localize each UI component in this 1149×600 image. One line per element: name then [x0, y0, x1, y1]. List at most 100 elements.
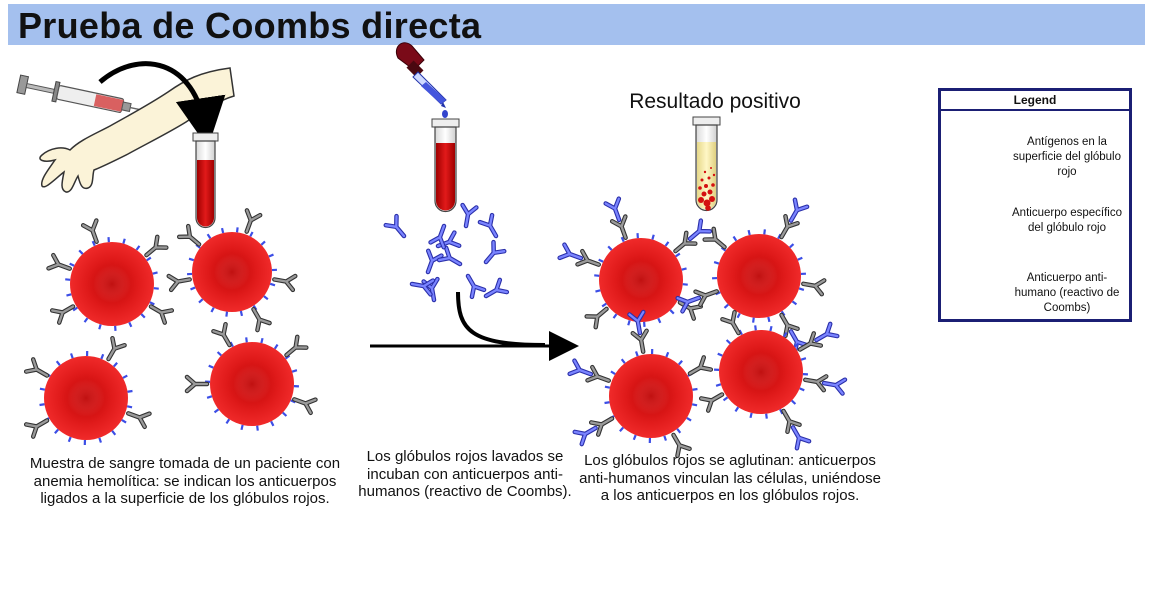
antigen-mark: [669, 309, 675, 315]
antigen-mark: [83, 317, 89, 323]
coombs-antibody: [483, 239, 507, 265]
caption-step-3: Los glóbulos rojos se aglutinan: anticue…: [579, 452, 881, 504]
antigen-mark: [273, 343, 279, 350]
patient-antibody: [211, 321, 232, 348]
antigen-mark: [619, 426, 625, 432]
antigen-mark: [715, 291, 721, 296]
blood-tube-2: [431, 118, 460, 213]
antigen-mark: [220, 227, 225, 234]
antigen-mark: [268, 253, 274, 258]
antigen-mark: [686, 416, 692, 422]
coombs-antibody: [383, 213, 407, 239]
antigen-mark: [66, 293, 72, 297]
free-antibody-layer: [383, 202, 510, 303]
patient-antibody: [609, 214, 628, 240]
antigen-mark: [664, 241, 670, 247]
antigen-mark: [208, 364, 214, 369]
patient-antibody: [251, 306, 272, 333]
antigen-mark: [291, 369, 298, 373]
antigen-mark: [779, 408, 784, 415]
antigen-mark: [190, 286, 196, 291]
antigen-mark: [127, 389, 133, 393]
coombs-antibody: [603, 196, 622, 223]
transfer-arrow-1: [98, 61, 226, 148]
legend-item-antigen: Antígenos en la superficie del glóbulo r…: [1012, 136, 1122, 178]
antigen-mark: [767, 316, 771, 323]
patient-antibody: [630, 328, 649, 354]
coombs-antibody: [687, 218, 713, 242]
cells-layer: [23, 196, 848, 459]
antigen-mark: [610, 370, 616, 376]
antigen-mark: [240, 424, 244, 431]
coombs-antibody: [477, 212, 499, 239]
antigen-mark: [635, 351, 639, 357]
patient-antibody: [184, 374, 210, 394]
blood-tube-1: [192, 132, 219, 229]
coombs-antibody: [675, 295, 702, 314]
patient-antibody: [673, 230, 698, 254]
antigen-mark: [799, 387, 805, 392]
red-blood-cell: [557, 196, 713, 330]
antigen-mark: [111, 430, 117, 436]
coombs-antibody: [790, 425, 812, 451]
antigen-mark: [206, 233, 212, 239]
antigen-mark: [692, 387, 698, 391]
antigen-mark: [715, 383, 722, 387]
antigen-mark: [67, 436, 72, 443]
patient-antibody: [148, 304, 175, 325]
title-bar: Prueba de Coombs directa: [8, 4, 1145, 46]
red-blood-cell: [184, 321, 318, 431]
coombs-antibody: [557, 242, 584, 261]
red-blood-cell: [23, 335, 152, 446]
red-blood-cell: [675, 197, 827, 355]
antigen-mark: [229, 341, 234, 348]
antigen-mark: [260, 337, 264, 344]
antigen-mark: [777, 233, 782, 240]
antigen-mark: [734, 406, 740, 413]
antigen-mark: [188, 257, 195, 262]
antigen-mark: [198, 298, 204, 304]
antigen-mark: [152, 271, 158, 275]
antigen-mark: [72, 306, 78, 312]
syringe-icon: [16, 74, 154, 114]
antigen-mark: [54, 428, 60, 434]
patient-antibody: [702, 226, 727, 250]
antigen-mark: [632, 434, 637, 441]
patient-antibody: [46, 252, 72, 271]
patient-antibody: [781, 408, 802, 435]
antigen-mark: [607, 245, 613, 251]
antigen-mark: [249, 231, 254, 237]
antigen-mark: [284, 354, 291, 360]
antigen-mark: [55, 360, 61, 366]
antigen-mark: [797, 256, 803, 261]
antigen-mark: [70, 353, 74, 359]
patient-antibody: [272, 273, 298, 293]
patient-antibody: [284, 334, 309, 358]
patient-antibody: [588, 416, 615, 437]
patient-antibody: [671, 432, 692, 459]
antigen-mark: [627, 320, 631, 326]
antigen-mark: [765, 413, 768, 419]
antigen-mark: [100, 353, 105, 360]
legend-title: Legend: [941, 91, 1129, 111]
antigen-mark: [39, 403, 45, 407]
red-blood-cell: [46, 218, 175, 331]
coombs-antibody: [821, 377, 848, 396]
patient-antibody: [585, 364, 611, 383]
result-label: Resultado positivo: [629, 90, 801, 113]
antigen-mark: [210, 307, 215, 313]
coombs-antibody: [460, 202, 479, 229]
antigen-mark: [713, 261, 720, 265]
caption-step-2: Los glóbulos rojos lavados se incuban co…: [358, 448, 572, 500]
antigen-mark: [612, 313, 618, 319]
antigen-mark: [789, 243, 795, 249]
antigen-mark: [747, 229, 751, 236]
antigen-mark: [691, 403, 698, 407]
patient-antibody: [584, 306, 609, 330]
antigen-mark: [620, 358, 626, 364]
antigen-mark: [213, 408, 220, 414]
antigen-mark: [754, 325, 757, 331]
patient-antibody: [176, 223, 202, 247]
patient-antibody: [106, 335, 127, 362]
antigen-mark: [601, 302, 607, 308]
